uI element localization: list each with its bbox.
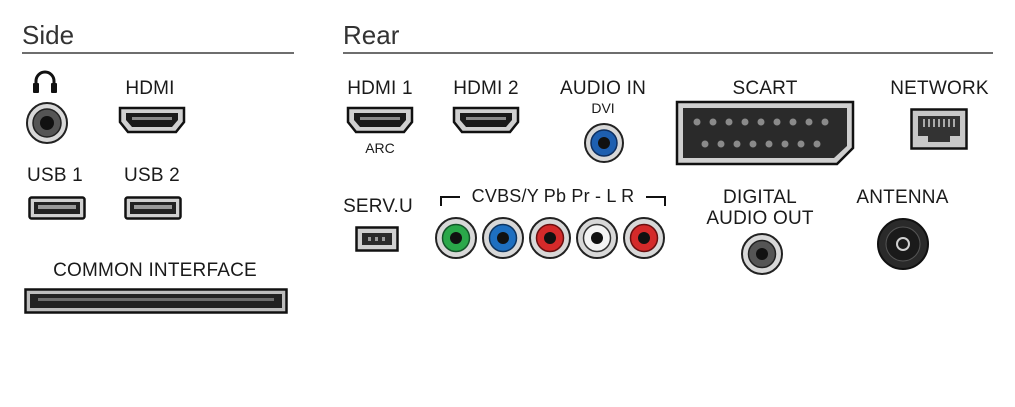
usb1-port[interactable] (28, 196, 86, 220)
rca-white-left-jack[interactable] (575, 216, 619, 260)
scart-label: SCART (732, 78, 798, 99)
audio-in-label: AUDIO IN (559, 78, 647, 99)
component-label: CVBS/Y Pb Pr - L R (471, 186, 635, 206)
usb2-port[interactable] (124, 196, 182, 220)
side-hdmi-port[interactable] (118, 106, 186, 134)
hdmi1-port[interactable] (346, 106, 414, 134)
digital-audio-out-jack[interactable] (740, 232, 784, 276)
digital-audio-label-line2: AUDIO OUT (706, 208, 814, 229)
scart-port[interactable] (675, 100, 855, 166)
common-interface-label: COMMON INTERFACE (53, 260, 257, 281)
side-divider (22, 52, 294, 54)
side-section-title: Side (22, 20, 75, 50)
side-hdmi-label: HDMI (125, 78, 175, 99)
headphone-jack[interactable] (26, 102, 68, 144)
network-label: NETWORK (890, 78, 989, 99)
digital-audio-label-line1: DIGITAL (723, 187, 797, 208)
servu-label: SERV.U (343, 196, 413, 217)
headphone-icon (33, 70, 57, 93)
antenna-connector[interactable] (876, 217, 930, 271)
rca-red-pr-jack[interactable] (528, 216, 572, 260)
hdmi1-arc-sublabel: ARC (365, 140, 395, 156)
network-ethernet-port[interactable] (910, 108, 968, 150)
hdmi1-label: HDMI 1 (347, 78, 413, 99)
usb2-label: USB 2 (124, 165, 180, 186)
rca-red-right-jack[interactable] (622, 216, 666, 260)
rca-green-jack[interactable] (434, 216, 478, 260)
hdmi2-label: HDMI 2 (453, 78, 519, 99)
usb1-label: USB 1 (27, 165, 83, 186)
hdmi2-port[interactable] (452, 106, 520, 134)
rear-divider (343, 52, 993, 54)
rca-blue-jack[interactable] (481, 216, 525, 260)
antenna-label: ANTENNA (856, 187, 949, 208)
component-bracket (440, 196, 666, 206)
rear-section-title: Rear (343, 20, 400, 50)
common-interface-slot[interactable] (24, 288, 288, 314)
servu-port[interactable] (355, 226, 399, 252)
audio-in-dvi-sublabel: DVI (591, 100, 615, 116)
audio-in-dvi-jack[interactable] (583, 122, 625, 164)
